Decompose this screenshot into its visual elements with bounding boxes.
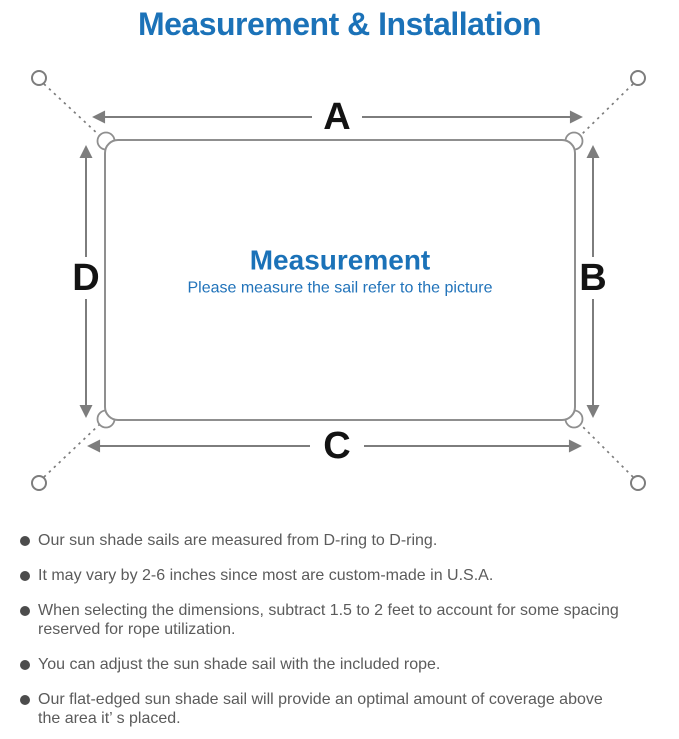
note-text: Our flat-edged sun shade sail will provi… [38, 690, 603, 728]
dimension-label-b: B [579, 257, 606, 299]
rope-line-bottom-left [43, 423, 101, 478]
page-title: Measurement & Installation [137, 6, 542, 42]
anchor-point-icon-top-right [630, 70, 646, 86]
dimension-c: C [87, 425, 582, 467]
sail-center-heading: Measurement [250, 245, 431, 276]
note-text: You can adjust the sun shade sail with t… [38, 655, 440, 674]
note-text: It may vary by 2-6 inches since most are… [38, 566, 493, 585]
note-line: reserved for rope utilization. [38, 621, 236, 638]
note-line: When selecting the dimensions, subtract … [38, 602, 619, 619]
list-item: It may vary by 2-6 inches since most are… [20, 566, 677, 585]
anchor-point-icon-bottom-right [630, 475, 646, 491]
note-text: Our sun shade sails are measured from D-… [38, 531, 437, 550]
bullet-dot-icon [20, 660, 30, 670]
note-text: When selecting the dimensions, subtract … [38, 601, 619, 639]
anchor-point-icon-top-left [31, 70, 47, 86]
anchor-point-icon-bottom-left [31, 475, 47, 491]
bullet-dot-icon [20, 695, 30, 705]
note-line: Our sun shade sails are measured from D-… [38, 532, 438, 549]
note-line: the area it’ s placed. [38, 710, 181, 727]
note-line: Our flat-edged sun shade sail will provi… [38, 691, 603, 708]
bullet-dot-icon [20, 571, 30, 581]
dimension-d: D [72, 145, 100, 418]
sail-center-subtitle: Please measure the sail refer to the pic… [187, 280, 492, 297]
dimension-label-a: A [323, 96, 350, 138]
rope-line-top-right [579, 83, 634, 137]
bullet-dot-icon [20, 536, 30, 546]
rope-line-bottom-right [579, 423, 634, 478]
dimension-a: A [92, 96, 583, 138]
dimension-b: B [579, 145, 607, 418]
measurement-diagram: A C D B Measurement Please measure the s… [31, 70, 646, 491]
list-item: Our sun shade sails are measured from D-… [20, 531, 677, 550]
list-item: Our flat-edged sun shade sail will provi… [20, 690, 677, 728]
sail-outline [104, 139, 576, 421]
note-line: You can adjust the sun shade sail with t… [38, 656, 441, 673]
list-item: You can adjust the sun shade sail with t… [20, 655, 677, 674]
notes-list: Our sun shade sails are measured from D-… [0, 531, 679, 739]
note-line: It may vary by 2-6 inches since most are… [38, 567, 494, 584]
bullet-dot-icon [20, 606, 30, 616]
dimension-label-d: D [72, 257, 99, 299]
list-item: When selecting the dimensions, subtract … [20, 601, 677, 639]
dimension-label-c: C [323, 425, 350, 467]
rope-line-top-left [43, 83, 101, 137]
